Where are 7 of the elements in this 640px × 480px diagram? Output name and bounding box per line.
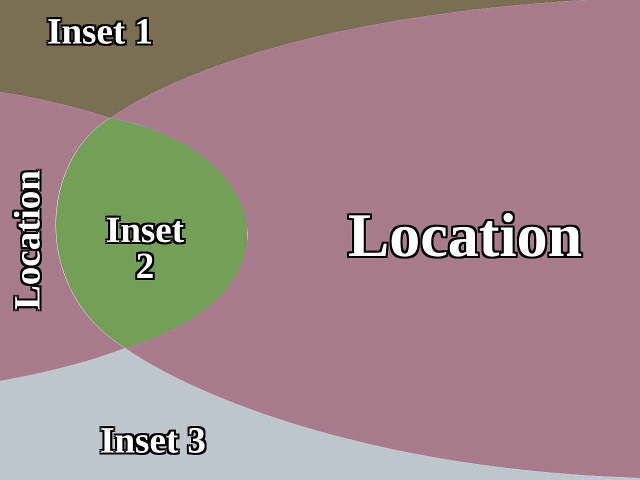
map-region: [56, 118, 248, 348]
region-label: Location: [348, 205, 582, 267]
region-label: Inset 3: [100, 422, 206, 460]
region-label: Location: [10, 170, 46, 310]
region-label: Inset 2: [104, 213, 186, 285]
map-region: [0, 348, 640, 480]
region-label: Inset 1: [47, 14, 153, 50]
